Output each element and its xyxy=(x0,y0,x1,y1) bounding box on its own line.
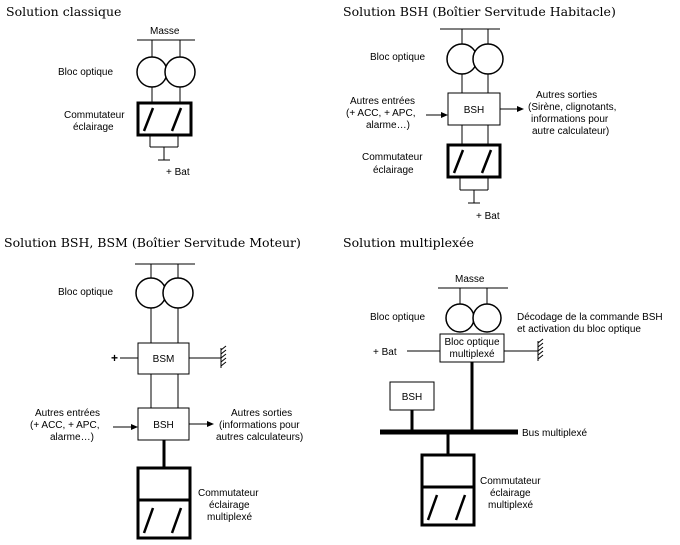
commutateur-label-2: éclairage xyxy=(209,500,250,511)
bsh-box-label: BSH xyxy=(402,392,423,403)
commutateur-switch xyxy=(420,485,476,527)
switch-contact-icon xyxy=(452,149,465,174)
bloc-optique-label: Bloc optique xyxy=(370,52,425,63)
decodage-label-2: et activation du bloc optique xyxy=(517,324,641,335)
commutateur-label-2: éclairage xyxy=(73,122,114,133)
commutateur-label-1: Commutateur xyxy=(362,152,423,163)
commutateur-label-3: multiplexé xyxy=(207,512,252,523)
commutateur-switch xyxy=(446,143,502,179)
bsh-box xyxy=(389,381,435,411)
outputs-label-3: informations pour xyxy=(531,114,609,125)
lamp-left-icon xyxy=(445,303,475,333)
panel-classique-title: Solution classique xyxy=(6,4,121,19)
panel-bsh-title: Solution BSH (Boîtier Servitude Habitacl… xyxy=(343,4,616,19)
arrow-head-icon xyxy=(441,112,448,118)
commutateur-label-2: éclairage xyxy=(490,488,531,499)
panel-bsm: Solution BSH, BSM (Boîtier Servitude Mot… xyxy=(4,235,303,540)
lamp-right-icon xyxy=(472,43,504,75)
inputs-label-3: alarme…) xyxy=(366,120,410,131)
decodage-label-1: Décodage de la commande BSH xyxy=(517,312,663,323)
bat-label: + Bat xyxy=(476,211,500,222)
panel-bsm-title: Solution BSH, BSM (Boîtier Servitude Mot… xyxy=(4,235,301,250)
outputs-label-1: Autres sorties xyxy=(536,90,597,101)
outputs-label-3: autres calculateurs) xyxy=(216,432,303,443)
inputs-label-2: (+ ACC, + APC, xyxy=(346,108,415,119)
lamp-left-icon xyxy=(135,277,167,309)
bloc-optique-label: Bloc optique xyxy=(58,287,113,298)
panel-multiplexee-title: Solution multiplexée xyxy=(343,235,474,250)
outputs-label-1: Autres sorties xyxy=(231,408,292,419)
bloc-multi-label-1: Bloc optique xyxy=(444,337,499,348)
commutateur-label-3: multiplexé xyxy=(488,500,533,511)
outputs-label-2: (Sirène, clignotants, xyxy=(528,102,616,113)
commutateur-module xyxy=(136,466,192,502)
panel-classique: Solution classique Masse Bloc optique Co… xyxy=(6,4,196,178)
commutateur-label-1: Commutateur xyxy=(198,488,259,499)
panel-multiplexee: Solution multiplexée Masse Bloc optique … xyxy=(343,235,663,527)
switch-contact-icon xyxy=(170,107,183,132)
panel-bsh: Solution BSH (Boîtier Servitude Habitacl… xyxy=(343,4,616,222)
inputs-label-3: alarme…) xyxy=(50,432,94,443)
bsm-box-label: BSM xyxy=(153,354,175,365)
switch-contact-icon xyxy=(142,107,155,132)
arrow-head-icon xyxy=(517,106,524,112)
commutateur-label-1: Commutateur xyxy=(480,476,541,487)
inputs-label-2: (+ ACC, + APC, xyxy=(30,420,99,431)
switch-contact-icon xyxy=(454,494,467,521)
masse-label: Masse xyxy=(150,26,180,37)
bat-label: + Bat xyxy=(373,347,397,358)
lamp-left-icon xyxy=(136,56,168,88)
arrow-head-icon xyxy=(131,424,138,430)
ground-icon xyxy=(537,338,544,361)
plus-label: + xyxy=(111,351,118,365)
masse-label: Masse xyxy=(455,274,485,285)
bsh-box-label: BSH xyxy=(153,420,174,431)
inputs-label-1: Autres entrées xyxy=(35,408,100,419)
bsh-box-label: BSH xyxy=(464,105,485,116)
arrow-head-icon xyxy=(207,421,214,427)
commutateur-switch xyxy=(136,101,193,137)
switch-contact-icon xyxy=(480,149,493,174)
commutateur-switch xyxy=(136,498,192,540)
commutateur-label-2: éclairage xyxy=(373,165,414,176)
bloc-optique-multiplexe-box xyxy=(439,333,505,363)
bloc-optique-label: Bloc optique xyxy=(58,67,113,78)
bloc-multi-label-2: multiplexé xyxy=(449,349,494,360)
switch-contact-icon xyxy=(426,494,439,521)
bat-label: + Bat xyxy=(166,167,190,178)
outputs-label-4: autre calculateur) xyxy=(532,126,609,137)
lamp-right-icon xyxy=(472,303,502,333)
outputs-label-2: (informations pour xyxy=(219,420,300,431)
switch-contact-icon xyxy=(170,507,183,534)
commutateur-label-1: Commutateur xyxy=(64,110,125,121)
bus-label: Bus multiplexé xyxy=(522,428,587,439)
ground-icon xyxy=(220,345,227,368)
bloc-optique-label: Bloc optique xyxy=(370,312,425,323)
bsh-box xyxy=(137,407,190,441)
lamp-right-icon xyxy=(164,56,196,88)
lamp-right-icon xyxy=(162,277,194,309)
commutateur-module xyxy=(420,453,476,489)
inputs-label-1: Autres entrées xyxy=(350,96,415,107)
switch-contact-icon xyxy=(142,507,155,534)
bsh-box xyxy=(447,92,501,126)
